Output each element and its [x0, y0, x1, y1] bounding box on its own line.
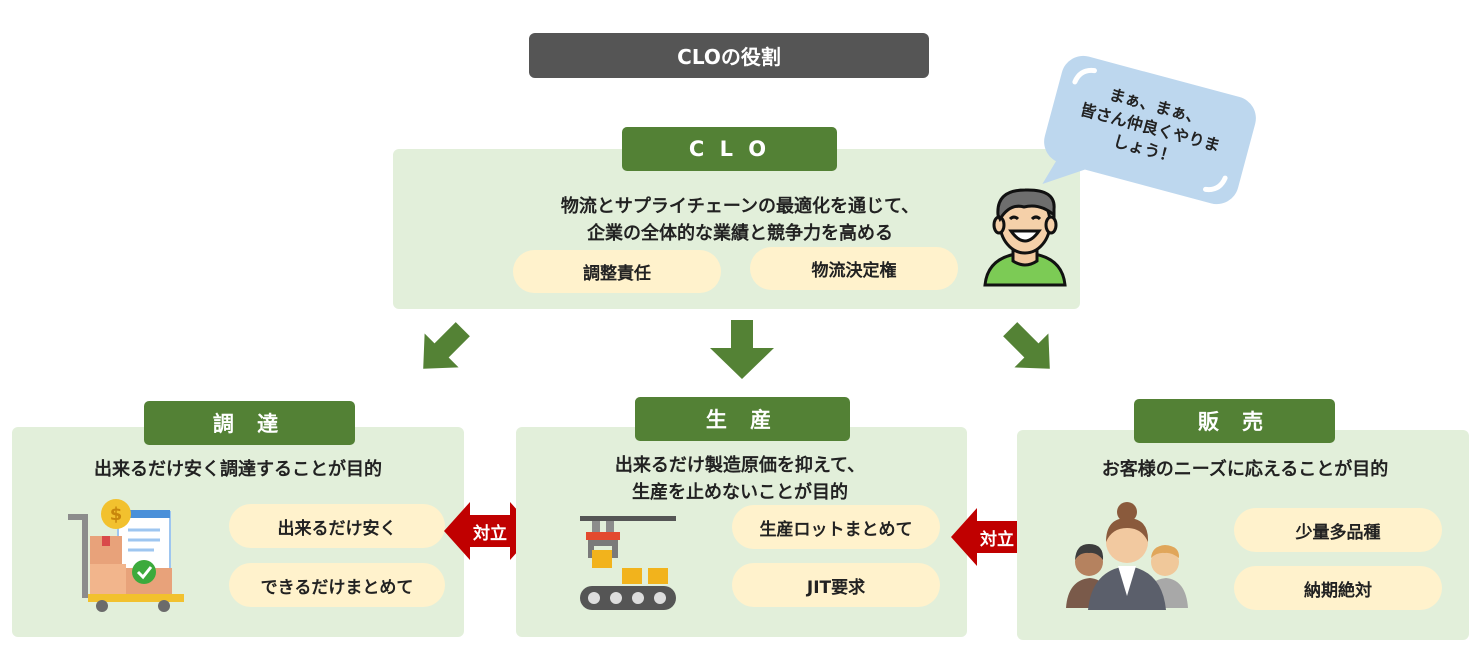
procurement-pill-bundle: できるだけまとめて — [229, 563, 445, 607]
customer-group-icon — [1066, 502, 1188, 610]
arrow-down-right-icon — [1003, 322, 1050, 369]
clo-description: 物流とサプライチェーンの最適化を通じて、 企業の全体的な業績と競争力を高める — [500, 193, 980, 247]
conflict-label-left: 対立 — [473, 523, 507, 544]
page-title: CLOの役割 — [529, 33, 929, 78]
production-desc-line1: 出来るだけ製造原価を抑えて、 — [614, 455, 866, 476]
sales-pill-deadline: 納期絶対 — [1234, 566, 1442, 610]
production-pill-jit: JIT要求 — [732, 563, 940, 607]
clo-desc-line1: 物流とサプライチェーンの最適化を通じて、 — [560, 196, 920, 217]
clo-panel — [393, 149, 1080, 309]
speech-bubble-shape — [1042, 55, 1256, 205]
conflict-arrow-left — [444, 502, 536, 560]
arrow-down-icon — [710, 320, 774, 379]
svg-text:$: $ — [110, 504, 123, 525]
conflict-label-right: 対立 — [980, 529, 1014, 550]
cart-with-boxes-icon: $ — [68, 499, 184, 612]
clo-desc-line2: 企業の全体的な業績と競争力を高める — [587, 223, 893, 244]
production-description: 出来るだけ製造原価を抑えて、 生産を止めないことが目的 — [540, 452, 940, 506]
production-desc-line2: 生産を止めないことが目的 — [632, 482, 848, 503]
production-label: 生 産 — [635, 397, 850, 441]
sales-label: 販 売 — [1134, 399, 1335, 443]
sales-description: お客様のニーズに応えることが目的 — [1101, 459, 1389, 480]
procurement-description: 出来るだけ安く調達することが目的 — [94, 459, 382, 480]
factory-robot-arm-conveyor-icon — [580, 516, 676, 610]
arrow-down-left-icon — [423, 322, 470, 369]
procurement-pill-cheap: 出来るだけ安く — [229, 504, 445, 548]
clo-pill-logistics-authority: 物流決定権 — [750, 247, 958, 290]
production-pill-lot: 生産ロットまとめて — [732, 505, 940, 549]
procurement-label: 調 達 — [144, 401, 355, 445]
clo-pill-coordination: 調整責任 — [513, 250, 721, 293]
sales-pill-variety: 少量多品種 — [1234, 508, 1442, 552]
smiling-man-icon — [983, 188, 1067, 287]
clo-label: C L O — [622, 127, 837, 171]
